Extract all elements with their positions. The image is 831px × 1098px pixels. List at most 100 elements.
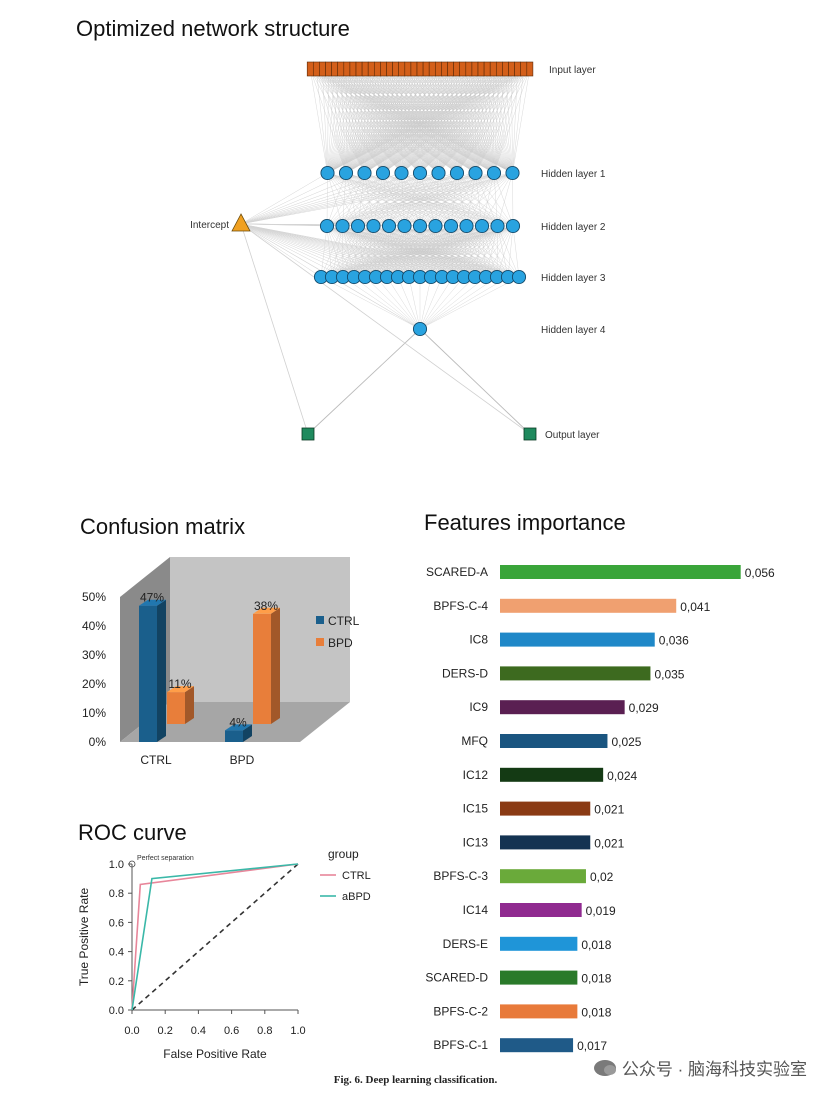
watermark: 公众号 · 脑海科技实验室 [593, 1055, 807, 1080]
cm-bar-side [157, 599, 166, 742]
layer-label: Hidden layer 1 [541, 169, 606, 180]
input-node [355, 61, 363, 77]
fi-category-label: DERS-D [442, 666, 488, 680]
input-node [386, 61, 393, 77]
input-node [434, 61, 442, 77]
fi-bar [500, 869, 586, 884]
input-node [410, 61, 418, 77]
fi-category-label: IC15 [463, 802, 489, 816]
input-node [392, 61, 400, 77]
roc-line-CTRL [131, 863, 299, 1011]
fi-category-label: IC14 [463, 903, 489, 917]
output-node [301, 427, 315, 441]
input-node [453, 61, 461, 77]
roc-xtick: 0.4 [191, 1025, 206, 1037]
hidden-node [459, 218, 474, 234]
roc-ylabel: True Positive Rate [77, 888, 91, 987]
hidden-node [428, 218, 443, 234]
hidden-node [474, 218, 490, 234]
fi-category-label: MFQ [461, 734, 488, 748]
cm-legend-label: BPD [328, 636, 353, 650]
fi-value-label: 0,056 [745, 566, 775, 580]
fi-value-label: 0,019 [586, 904, 616, 918]
hidden-node [486, 165, 502, 181]
features-title: Features importance [424, 510, 626, 535]
fi-bar [500, 1004, 578, 1019]
fi-bar [500, 598, 677, 613]
layer-0 [306, 61, 534, 77]
roc-ytick: 0.2 [109, 976, 124, 988]
intercept-node [231, 213, 251, 232]
input-node [477, 61, 485, 77]
fi-category-label: IC12 [463, 768, 489, 782]
fi-category-label: IC9 [469, 700, 488, 714]
fi-value-label: 0,021 [594, 803, 624, 817]
input-node [459, 61, 467, 77]
roc-xtick: 0.6 [224, 1025, 239, 1037]
cm-bar-front [167, 692, 185, 724]
roc-xtick: 0.8 [257, 1025, 272, 1037]
cm-bar-front [225, 730, 243, 742]
hidden-node [505, 218, 521, 234]
wechat-icon [593, 1059, 616, 1076]
confusion-chart: 0%10%20%30%40%50%47%11%CTRL4%38%BPDCTRLB… [82, 557, 360, 767]
roc-xlabel: False Positive Rate [163, 1047, 267, 1061]
fi-bar [500, 734, 608, 748]
watermark-text: 公众号 · 脑海科技实验室 [621, 1060, 807, 1079]
roc-legend-label: aBPD [342, 891, 371, 903]
fi-bar [500, 700, 625, 715]
input-node [471, 61, 479, 77]
cm-legend-label: CTRL [328, 614, 360, 628]
layer-3 [313, 269, 527, 285]
input-node [312, 61, 320, 77]
input-node [447, 61, 454, 77]
cm-data-label: 38% [254, 599, 278, 613]
input-node [398, 61, 406, 77]
layer-label: Hidden layer 2 [541, 222, 606, 233]
fi-bar [500, 903, 582, 917]
fi-value-label: 0,029 [629, 701, 659, 715]
hidden-node [443, 218, 459, 234]
layer-label: Input layer [549, 65, 596, 76]
roc-xtick: 1.0 [290, 1025, 305, 1037]
roc-ytick: 0.6 [109, 917, 124, 929]
input-node [416, 61, 424, 77]
fi-bar [500, 835, 591, 850]
cm-bar-front [139, 605, 157, 742]
cm-ytick: 50% [82, 590, 106, 604]
fi-value-label: 0,035 [654, 667, 684, 681]
hidden-node [375, 165, 391, 181]
input-node [361, 61, 369, 77]
cm-ytick: 20% [82, 677, 106, 691]
input-node [514, 61, 521, 77]
input-node [380, 61, 387, 77]
hidden-node [505, 165, 520, 181]
layer-2 [319, 218, 521, 234]
input-node [495, 61, 503, 77]
input-node [520, 61, 528, 77]
roc-ytick: 0.8 [109, 888, 124, 900]
cm-bar-side [243, 724, 252, 742]
input-node [489, 61, 497, 77]
cm-bar [253, 607, 280, 724]
input-node [325, 61, 332, 77]
confusion-title: Confusion matrix [80, 514, 246, 539]
network-title: Optimized network structure [76, 16, 350, 41]
fi-category-label: IC8 [469, 633, 488, 647]
cm-data-label: 11% [168, 677, 191, 691]
roc-legend-title: group [328, 847, 359, 861]
cm-ytick: 30% [82, 648, 106, 662]
fi-bar [500, 767, 604, 782]
roc-ytick: 0.4 [109, 947, 124, 959]
fi-bar [500, 1038, 574, 1053]
fi-category-label: BPFS-C-4 [433, 599, 488, 613]
fi-value-label: 0,021 [594, 836, 624, 850]
input-node [349, 61, 357, 77]
cm-xtick: BPD [230, 753, 255, 767]
hidden-node [350, 218, 366, 234]
hidden-node [381, 218, 397, 234]
cm-bar-top [225, 724, 252, 731]
hidden-node [511, 269, 527, 285]
